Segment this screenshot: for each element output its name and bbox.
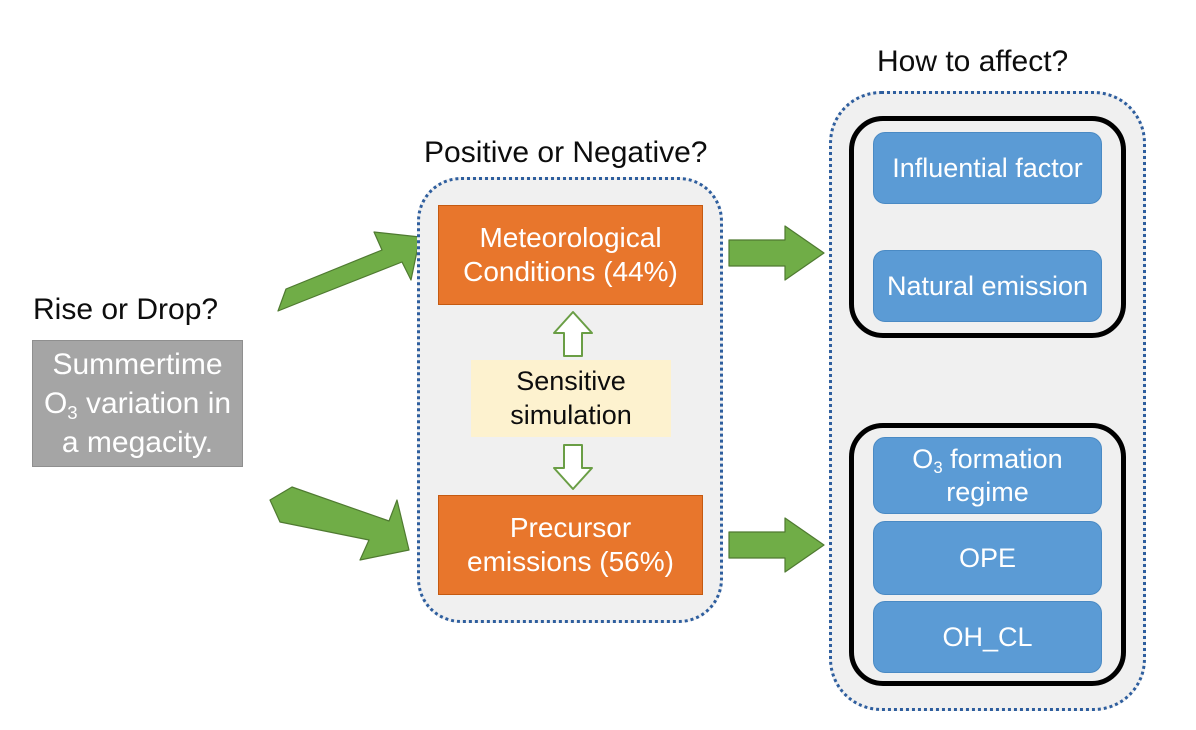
box-natural-emission: Natural emission <box>873 250 1102 322</box>
box-precursor-emissions: Precursor emissions (56%) <box>438 495 703 595</box>
box-o3-formation-regime-line-1-pre: O <box>912 443 934 474</box>
box-oh-cl: OH_CL <box>873 601 1102 673</box>
box-o3-formation-regime-line-1-post: formation <box>942 443 1063 474</box>
box-meteorological-conditions-line-2: Conditions (44%) <box>463 256 678 287</box>
box-o3-formation-regime-subscript: 3 <box>933 457 943 477</box>
box-precursor-emissions-line-1: Precursor <box>509 511 632 543</box>
box-meteorological-conditions-line-1: Meteorological <box>479 221 662 253</box>
source-box-line-3: a megacity. <box>61 426 214 459</box>
arrow-right-icon <box>728 225 825 281</box>
arrow-precursor-to-regimes <box>727 514 827 576</box>
source-box-line-2-post: variation in <box>77 387 232 420</box>
left-question-label: Rise or Drop? <box>33 293 219 326</box>
right-question-label: How to affect? <box>877 45 1069 78</box>
source-box-line-1: Summertime <box>52 348 223 381</box>
box-o3-formation-regime-line-1: O3 formation <box>912 443 1062 476</box>
box-influential-factor-label: Influential factor <box>892 152 1083 183</box>
box-o3-formation-regime: O3 formation regime <box>873 437 1102 514</box>
source-box-line-2-pre: O <box>43 387 68 420</box>
box-sensitive-simulation-line-1: Sensitive <box>516 365 626 396</box>
arrow-up-right-icon <box>277 231 421 312</box>
box-meteorological-conditions: Meteorological Conditions (44%) <box>438 205 703 305</box>
arrow-right-icon <box>728 517 825 573</box>
arrow-source-to-meteorology <box>270 215 430 325</box>
arrow-down-right-icon <box>269 486 410 561</box>
box-influential-factor: Influential factor <box>873 132 1102 204</box>
arrow-source-to-precursor <box>264 483 439 593</box>
middle-question-label: Positive or Negative? <box>424 136 708 169</box>
arrow-meteorology-to-factors <box>727 222 827 284</box>
box-oh-cl-label: OH_CL <box>942 621 1033 652</box>
box-ope-label: OPE <box>958 542 1017 573</box>
arrow-down-outline-icon <box>553 444 593 490</box>
box-sensitive-simulation: Sensitive simulation <box>471 360 671 437</box>
source-box-line-2: O3 variation in <box>44 384 231 423</box>
box-o3-formation-regime-line-2: regime <box>946 476 1029 507</box>
arrow-simulation-down <box>552 443 594 491</box>
box-ope: OPE <box>873 521 1102 595</box>
arrow-up-outline-icon <box>553 311 593 357</box>
box-natural-emission-label: Natural emission <box>886 270 1089 301</box>
box-precursor-emissions-line-2: emissions (56%) <box>467 546 674 577</box>
box-sensitive-simulation-line-2: simulation <box>510 399 632 430</box>
arrow-simulation-up <box>552 310 594 358</box>
source-box-line-2-subscript: 3 <box>67 401 78 423</box>
source-box: Summertime O3 variation in a megacity. <box>32 340 243 467</box>
